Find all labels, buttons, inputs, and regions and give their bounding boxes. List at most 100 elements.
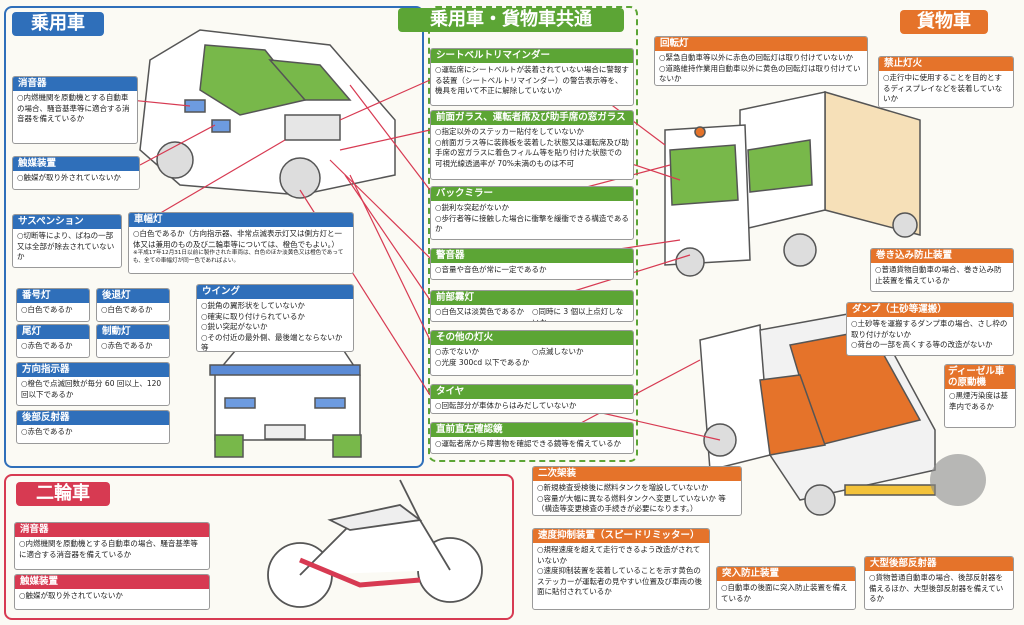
box-title: 制動灯 [97,325,169,339]
box-title: 速度抑制装置（スピードリミッター） [533,529,709,543]
box-banned-light: 禁止灯火 ○走行中に使用することを目的とするディスプレイなどを装着していないか [878,56,1014,108]
box-line: ○普通貨物自動車の場合、巻き込み防止装置を備えているか [875,265,1002,285]
box-wing: ウイング ○鋭角の翼形状をしていないか ○確実に取り付けられているか ○鋭い突起… [196,284,354,352]
box-line: ○同時に 3 個以上点灯しないか [532,307,624,322]
box-title: 回転灯 [655,37,867,51]
box-line: ○鋭利な突起がないか [435,203,510,212]
box-title: シートベルトリマインダー [431,49,633,63]
sedan-illustration [139,29,396,199]
box-line: ○赤色であるか [21,427,73,436]
box-secondary-equipment: 二次架装 ○新規検査受検後に燃料タンクを増設していないか ○容量が大幅に異なる燃… [532,466,742,516]
box-title: 後退灯 [97,289,169,303]
box-line: ○切断等により、ばねの一部又は全部が除去されていないか [17,231,115,261]
box-line: ○赤色であるか [21,341,73,350]
car-rear-illustration [209,344,362,458]
box-seatbelt-reminder: シートベルトリマインダー ○運転席にシートベルトが装着されていない場合に警報する… [430,48,634,106]
box-front-view-mirror: 直前直左確認鏡 ○運転者席から障害物を確認できる鏡等を備えているか [430,422,634,454]
box-line: ○白色又は淡黄色であるか [435,307,524,316]
box-line: （構造等変更検査の手続きが必要になります。） [537,504,698,513]
box-line: ○回転部分が車体からはみだしていないか [435,401,577,410]
box-line: ○貨物普通自動車の場合、後部反射器を備えるほか、大型後部反射器を備えているか [869,573,1004,603]
box-title: 前面ガラス、運転者席及び助手席の窓ガラス [431,111,633,125]
box-suspension: サスペンション ○切断等により、ばねの一部又は全部が除去されていないか [12,214,122,268]
box-brake-lamp: 制動灯 ○赤色であるか [96,324,170,358]
box-line: ○荷台の一部を高くする等の改造がないか [851,340,993,349]
box-line: ○その付近の最外側、最後端とならないか 等 [201,332,343,352]
box-title: 後部反射器 [17,411,169,425]
section-title-twowheel: 二輪車 [16,482,110,506]
box-line: ○土砂等を運搬するダンプ車の場合、さし枠の取り付けがないか [851,319,1008,339]
box-line: ○橙色で点滅回数が毎分 60 回以上、120 回以下であるか [21,379,162,399]
box-line: ○白色であるか [21,305,73,314]
box-tail-lamp: 尾灯 ○赤色であるか [16,324,90,358]
box-title: ダンプ（土砂等運搬） [847,303,1013,317]
box-line: ○点滅しないか [532,347,584,356]
box-large-rear-reflector: 大型後部反射器 ○貨物普通自動車の場合、後部反射器を備えるほか、大型後部反射器を… [864,556,1014,610]
box-diesel-engine: ディーゼル車の原動機 ○黒煙汚染度は基準内であるか [944,364,1016,428]
box-line: ○触媒が取り外されていないか [19,591,123,600]
box-line: ○走行中に使用することを目的とするディスプレイなどを装着していないか [883,73,1003,103]
box-line: ○光度 300cd 以下であるか [435,357,530,367]
box-line: ○指定以外のステッカー貼付をしていないか [435,127,584,136]
box-back-mirror: バックミラー ○鋭利な突起がないか ○歩行者等に接触した場合に衝撃を緩衝できる構… [430,186,634,240]
passenger-frame [4,6,424,468]
leader-lines [109,54,721,443]
box-moto-catalyst: 触媒装置 ○触媒が取り外されていないか [14,574,210,610]
box-line: ○音量や音色が常に一定であるか [435,265,547,274]
box-title: 車幅灯 [129,213,353,227]
box-plate-lamp: 番号灯 ○白色であるか [16,288,90,322]
box-title: 消音器 [13,77,137,91]
box-title: 触媒装置 [13,157,139,171]
box-line: ○前面ガラス等に装飾板を装着した状態又は運転席及び助手席の窓ガラスに着色フィルム… [435,137,629,168]
box-line: ○自動車の後面に突入防止装置を備えているか [721,583,848,603]
motorcycle-illustration [267,479,483,608]
box-windshield: 前面ガラス、運転者席及び助手席の窓ガラス ○指定以外のステッカー貼付をしていない… [430,110,634,180]
box-title: バックミラー [431,187,633,201]
box-line: ○赤でないか [435,347,480,356]
box-tire: タイヤ ○回転部分が車体からはみだしていないか [430,384,634,414]
box-line: ○鋭い突起がないか [201,322,268,331]
box-catalyst: 触媒装置 ○触媒が取り外されていないか [12,156,140,190]
box-moto-muffler: 消音器 ○内燃機関を原動機とする自動車の場合、騒音基準等に適合する消音器を備えて… [14,522,210,570]
box-title: 前部霧灯 [431,291,633,305]
box-line: ○触媒が取り外されていないか [17,173,121,182]
box-title: タイヤ [431,385,633,399]
box-title: その他の灯火 [431,331,633,345]
box-title: 警音器 [431,249,633,263]
box-line: ○赤色であるか [101,341,153,350]
box-title: ウイング [197,285,353,299]
box-title: 番号灯 [17,289,89,303]
box-title: 方向指示器 [17,363,169,377]
box-title: 突入防止装置 [717,567,855,581]
box-muffler: 消音器 ○内燃機関を原動機とする自動車の場合、騒音基準等に適合する消音器を備えて… [12,76,138,144]
box-reverse-lamp: 後退灯 ○白色であるか [96,288,170,322]
box-other-lights: その他の灯火 ○赤でないか ○点滅しないか ○光度 300cd 以下であるか [430,330,634,376]
box-title: 消音器 [15,523,209,537]
box-title: 触媒装置 [15,575,209,589]
box-side-guard: 巻き込み防止装置 ○普通貨物自動車の場合、巻き込み防止装置を備えているか [870,248,1014,292]
box-line: ○歩行者等に接触した場合に衝撃を緩衝できる構造であるか [435,213,629,234]
box-title: 尾灯 [17,325,89,339]
box-title: 巻き込み防止装置 [871,249,1013,263]
box-line: ○白色であるか [101,305,153,314]
box-rotating-light: 回転灯 ○緊急自動車等以外に赤色の回転灯は取り付けていないか ○道路維持作業用自… [654,36,868,86]
box-horn: 警音器 ○音量や音色が常に一定であるか [430,248,634,280]
section-title-cargo: 貨物車 [900,10,988,34]
common-frame [428,6,638,462]
truck-illustration [664,90,921,277]
box-speed-limiter: 速度抑制装置（スピードリミッター） ○規程速度を超えて走行できるよう改造がされて… [532,528,710,610]
box-line: ○内燃機関を原動機とする自動車の場合、騒音基準等に適合する消音器を備えているか [17,93,130,123]
twowheel-frame [4,474,514,620]
section-title-common: 乗用車・貨物車共通 [398,8,624,32]
box-line: ○内燃機関を原動機とする自動車の場合、騒音基準等に適合する消音器を備えているか [19,539,198,559]
box-line: ○速度抑制装置を装着していることを示す黄色のステッカーが運転者の見やすい位置及び… [537,566,702,596]
box-fog-lamp: 前部霧灯 ○白色又は淡黄色であるか ○同時に 3 個以上点灯しないか [430,290,634,322]
dump-truck-illustration [699,309,986,516]
box-note: ※平成17年12月31日以前に製作された車両は、白色のほか淡黄色又は橙色であって… [133,250,344,264]
box-line: ○容量が大幅に異なる燃料タンクへ変更していないか 等 [537,493,726,503]
box-title: 直前直左確認鏡 [431,423,633,437]
box-line: ○確実に取り付けられているか [201,311,305,321]
box-line: ○緊急自動車等以外に赤色の回転灯は取り付けていないか [659,53,854,62]
box-title: 二次架装 [533,467,741,481]
